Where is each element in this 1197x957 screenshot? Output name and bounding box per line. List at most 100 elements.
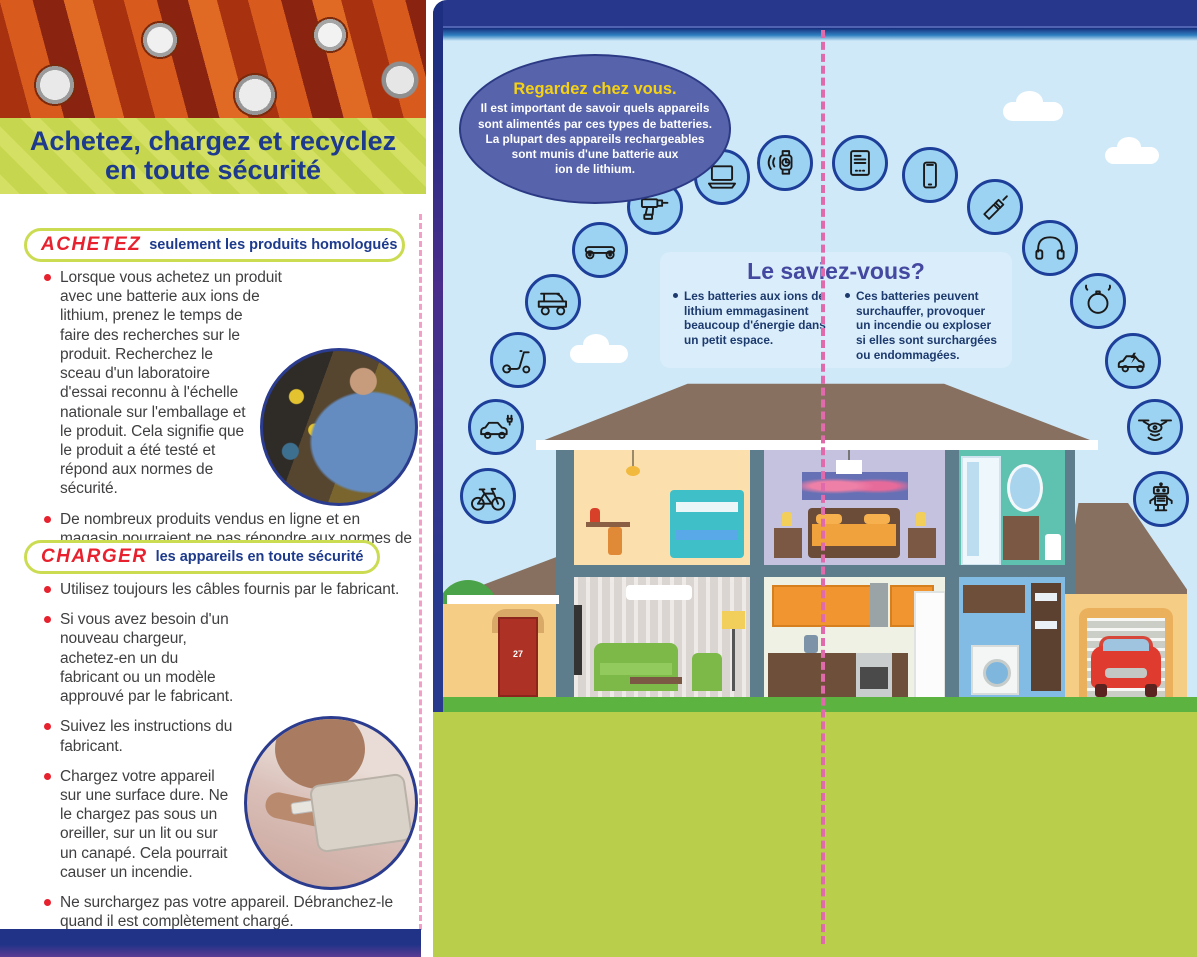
heading-keyword: ACHETEZ xyxy=(41,234,142,255)
cloud xyxy=(1003,90,1063,121)
bubble-drone-icon xyxy=(1127,399,1183,455)
shelf-unit xyxy=(1031,583,1061,691)
did-you-know-bullet: Ces batteries peuvent surchauffer, provo… xyxy=(844,289,1000,363)
person-face xyxy=(275,719,365,789)
bubble-scooter-icon xyxy=(490,332,546,388)
charging-photo xyxy=(244,716,418,890)
did-you-know-bullet: Les batteries aux ions de lithium emmaga… xyxy=(672,289,828,363)
house-cross-section xyxy=(556,450,1075,697)
bullet-item: Chargez votre appareil sur une surface d… xyxy=(42,767,418,882)
cloud xyxy=(1105,136,1159,164)
bullet-item: Suivez les instructions du fabricant. xyxy=(42,717,418,755)
shower-glass xyxy=(967,462,979,556)
sofa-seat xyxy=(600,663,672,675)
right-page: Regardez chez vous. Il est important de … xyxy=(433,0,1197,957)
bullet-item: Lorsque vous achetez un produit avec une… xyxy=(42,268,418,499)
coffee-table xyxy=(630,677,682,684)
table-lamp xyxy=(916,512,926,526)
ceiling-lamp-cord xyxy=(848,450,850,462)
bubble-hoverboard-icon xyxy=(572,222,628,278)
bubble-robot-icon xyxy=(1133,471,1189,527)
bubble-tablet-icon xyxy=(832,135,888,191)
bubble-smartwatch-icon xyxy=(757,135,813,191)
callout-bubble: Regardez chez vous. Il est important de … xyxy=(459,54,731,204)
ac-unit xyxy=(626,585,692,600)
panel-top-border xyxy=(433,0,1197,28)
bullet-item: Ne surchargez pas votre appareil. Débran… xyxy=(42,893,418,931)
towels xyxy=(1035,593,1057,601)
fold-line-left xyxy=(419,214,422,930)
section-heading-charger: CHARGER les appareils en toute sécurité xyxy=(24,540,380,574)
bubble-bike-icon xyxy=(460,468,516,524)
bottom-blue-bar xyxy=(0,929,421,957)
floor-lamp-shade xyxy=(722,611,745,629)
section-heading-achetez: ACHETEZ seulement les produits homologué… xyxy=(24,228,405,262)
did-you-know-box: Le saviez-vous? Les batteries aux ions d… xyxy=(660,252,1012,368)
bubble-rc-car-icon xyxy=(1105,333,1161,389)
bedroom xyxy=(764,450,945,565)
nightstand xyxy=(774,528,802,558)
wall-art xyxy=(802,472,908,500)
bathroom xyxy=(959,450,1065,565)
washer-door xyxy=(983,659,1011,687)
bunk-mattress-top xyxy=(676,502,738,512)
desk-chair xyxy=(608,527,622,555)
house-number: 27 xyxy=(512,649,523,659)
toilet xyxy=(1045,534,1061,560)
mobile-hanger xyxy=(632,450,634,468)
bubble-vape-icon xyxy=(967,179,1023,235)
floor-lamp-pole xyxy=(732,627,735,691)
bubble-golf-cart-icon xyxy=(525,274,581,330)
armchair xyxy=(692,653,722,691)
laundry-room xyxy=(959,577,1065,697)
wall-cabinets xyxy=(963,585,1025,613)
pillow xyxy=(864,514,890,524)
mirror xyxy=(1007,464,1043,512)
callout-title: Regardez chez vous. xyxy=(513,80,677,99)
heading-rest: les appareils en toute sécurité xyxy=(155,549,364,565)
car-grille xyxy=(1105,668,1147,678)
car-wheel xyxy=(1145,684,1157,697)
mobile-moon xyxy=(626,466,640,476)
table-lamp xyxy=(782,512,792,526)
fridge xyxy=(914,591,945,697)
car-wheel xyxy=(1095,684,1107,697)
porch-fascia xyxy=(447,595,559,604)
page-title: Achetez, chargez et recyclez en toute sé… xyxy=(29,125,397,185)
vanity-cabinet xyxy=(1003,516,1039,560)
nightstand xyxy=(908,528,936,558)
living-room xyxy=(574,577,750,697)
garage-wall xyxy=(1065,594,1187,697)
bubble-ev-car-icon xyxy=(468,399,524,455)
fold-line-center xyxy=(821,30,825,944)
charger-bullet-list: Utilisez toujours les câbles fournis par… xyxy=(42,580,418,957)
heading-rest: seulement les produits homologués xyxy=(149,237,398,253)
car-windshield xyxy=(1103,639,1149,651)
range-hood xyxy=(870,583,888,627)
kids-room xyxy=(574,450,750,565)
house-roof xyxy=(539,383,1096,442)
bullet-item: Utilisez toujours les câbles fournis par… xyxy=(42,580,418,599)
title-banner: Achetez, chargez et recyclez en toute sé… xyxy=(0,118,426,194)
desk-lamp xyxy=(590,508,600,522)
tv xyxy=(574,605,582,675)
bunk-bed xyxy=(670,490,744,558)
panel-left-border xyxy=(433,0,443,712)
bunk-mattress-bottom xyxy=(676,530,738,540)
cloud xyxy=(570,334,628,363)
achetez-bullet-list: Lorsque vous achetez un produit avec une… xyxy=(42,268,418,578)
store-photo xyxy=(260,348,418,506)
red-car xyxy=(1091,632,1161,697)
battery-photo xyxy=(0,0,426,118)
bullet-item: Si vous avez besoin d'un nouveau chargeu… xyxy=(42,610,418,706)
device-legend: vélos électriques véhicules électriques … xyxy=(433,712,1197,957)
kitchen xyxy=(764,577,945,697)
towels xyxy=(1035,621,1057,629)
kettle xyxy=(804,635,818,653)
house-eave xyxy=(536,440,1098,450)
front-door: 27 xyxy=(498,617,538,697)
pillow xyxy=(816,514,842,524)
oven-window xyxy=(860,667,888,689)
panel-top-fade xyxy=(433,28,1197,41)
